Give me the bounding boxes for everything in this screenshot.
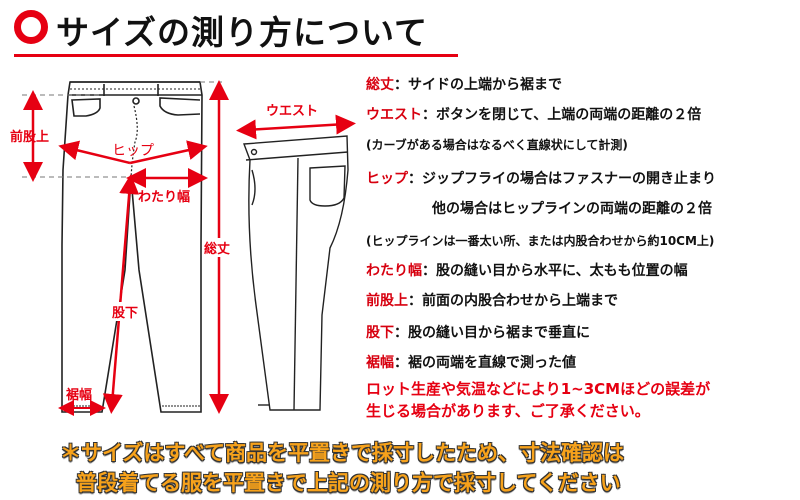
definition-hip: ヒップ：ジップフライの場合はファスナーの開き止まり xyxy=(366,171,716,187)
page-header: サイズの測り方について xyxy=(8,4,458,57)
definition-waist: ウエスト：ボタンを閉じて、上端の両端の距離の２倍 xyxy=(366,107,702,123)
footer-notice-line2: 普段着てる服を平置きで上記の測り方で採寸してください xyxy=(76,471,621,495)
label-inseam: 股下 xyxy=(112,302,139,321)
label-hem-width: 裾幅 xyxy=(66,388,93,403)
page-title: サイズの測り方について xyxy=(56,13,429,52)
definition-inseam: 股下：股の縫い目から裾まで垂直に xyxy=(366,325,590,341)
definition-hip-note: (ヒップラインは一番太い所、または内股合わせから約10CM上) xyxy=(366,234,715,248)
circle-bullet-icon xyxy=(14,10,48,44)
label-thigh-width: わたり幅 xyxy=(138,190,191,205)
label-waist: ウエスト xyxy=(266,104,319,119)
pants-illustration xyxy=(22,80,356,416)
definition-hip-alt: 他の場合はヒップラインの両端の距離の２倍 xyxy=(432,201,712,217)
definition-thigh-width: わたり幅：股の縫い目から水平に、太もも位置の幅 xyxy=(366,263,688,279)
definition-waist-note: (カーブがある場合はなるべく直線状にして計測) xyxy=(366,138,628,152)
definition-hem-width: 裾幅：裾の両端を直線で測った値 xyxy=(366,355,576,371)
tolerance-warning-line2: 生じる場合があります、ご了承ください。 xyxy=(366,402,650,420)
label-front-rise: 前股上 xyxy=(10,130,50,145)
label-total-length: 総丈 xyxy=(204,238,231,257)
definition-front-rise: 前股上：前面の内股合わせから上端まで xyxy=(366,293,618,309)
label-hip: ヒップ xyxy=(112,143,154,159)
definition-total-length: 総丈：サイドの上端から裾まで xyxy=(366,77,562,93)
title-underline xyxy=(14,54,458,57)
tolerance-warning-line1: ロット生産や気温などにより1~3CMほどの誤差が xyxy=(366,380,711,398)
pants-measurement-diagram: 前股上 ヒップ わたり幅 総丈 股下 裾幅 ウエスト xyxy=(0,70,360,420)
footer-notice-line1: ＊サイズはすべて商品を平置きで採寸したため、寸法確認は xyxy=(60,441,625,465)
